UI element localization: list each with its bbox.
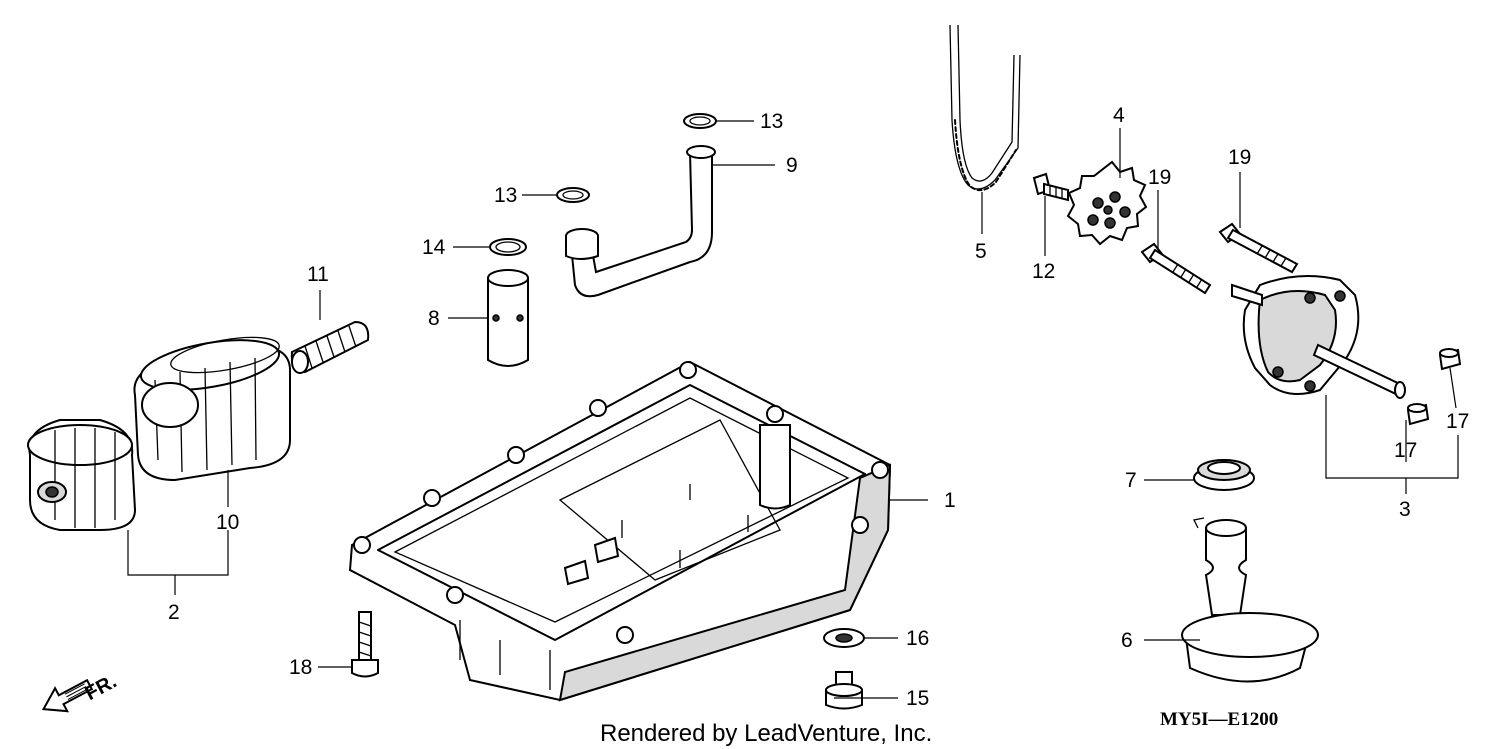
oil-strainer [1181,517,1319,683]
oil-pipe [565,145,716,298]
callout-13-middle: 13 [494,184,517,207]
pan-flange-bolt [351,611,379,678]
leader-lines [127,120,1459,699]
o-ring-lower [489,238,527,256]
callout-2: 2 [168,601,180,624]
dowel-pin-b [1406,403,1430,426]
oil-pump-drive-chain [949,24,1021,192]
sprocket-bolt [1032,172,1069,202]
pump-bolt-a [1140,242,1212,295]
callout-16: 16 [906,627,929,650]
callout-19-left: 19 [1148,166,1171,189]
o-ring-middle [556,187,590,203]
callout-9: 9 [786,154,798,177]
pump-bolt-b [1218,222,1299,274]
oil-filter-wrench-cap [27,419,137,531]
diagram-code: MY5I—E1200 [1160,709,1278,730]
o-ring-top [683,113,717,129]
callout-18: 18 [289,656,312,679]
callout-4: 4 [1113,104,1125,127]
front-direction-label: FR. [82,670,121,705]
oil-pipe-joint-collar [487,269,529,367]
callout-10: 10 [216,511,239,534]
callout-17-left: 17 [1394,439,1417,462]
oil-filter-cartridge [133,336,291,482]
oil-pan [348,360,892,702]
callout-7: 7 [1125,469,1137,492]
oil-seal [1193,459,1255,491]
callout-5: 5 [975,240,987,263]
callout-12: 12 [1032,260,1055,283]
callout-3: 3 [1399,498,1411,521]
callout-6: 6 [1121,629,1133,652]
callout-19-right: 19 [1228,146,1251,169]
callout-8: 8 [428,307,440,330]
callout-11: 11 [307,263,329,286]
oil-pump-sprocket [1066,160,1148,246]
dowel-pin-a [1438,348,1462,371]
callout-13-top: 13 [760,110,783,133]
drain-bolt [825,671,863,710]
front-direction-arrow [41,678,94,713]
callout-17-right: 17 [1446,410,1469,433]
callout-1: 1 [944,489,956,512]
oil-pump-assembly [1231,275,1406,399]
callout-14: 14 [422,236,446,259]
drain-washer [823,628,865,648]
render-credit: Rendered by LeadVenture, Inc. [600,720,932,747]
callout-15: 15 [906,687,929,710]
oil-filter-bolt [290,320,370,374]
